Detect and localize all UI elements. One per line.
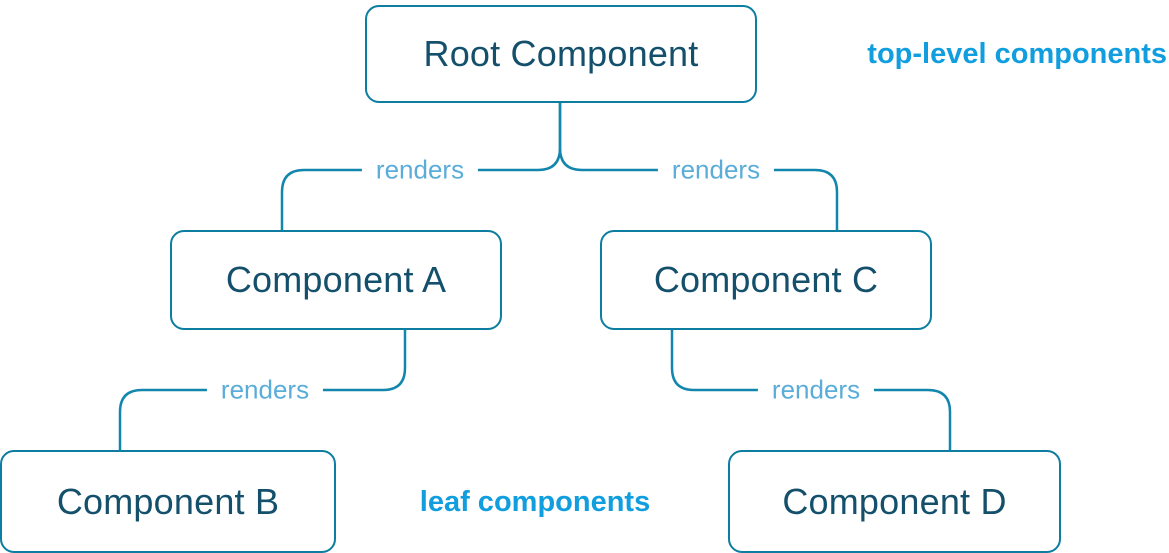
node-d-label: Component D <box>782 480 1007 522</box>
annotation-top-level-components: top-level components <box>867 38 1167 70</box>
node-component-d: Component D <box>728 450 1061 553</box>
node-b-label: Component B <box>56 480 280 522</box>
edge-label-c-to-d: renders <box>757 372 875 408</box>
node-root-label: Root Component <box>423 33 699 74</box>
node-a-label: Component A <box>225 259 447 300</box>
node-component-a: Component A <box>170 230 502 330</box>
annotation-leaf-components: leaf components <box>419 486 651 518</box>
edge-label-root-to-a: renders <box>361 152 479 188</box>
edge-label-a-to-b: renders <box>206 372 324 408</box>
node-root-component: Root Component <box>365 5 757 103</box>
edge-label-root-to-c: renders <box>657 152 775 188</box>
node-component-b: Component B <box>0 450 336 553</box>
node-component-c: Component C <box>600 230 932 330</box>
node-c-label: Component C <box>653 259 879 300</box>
